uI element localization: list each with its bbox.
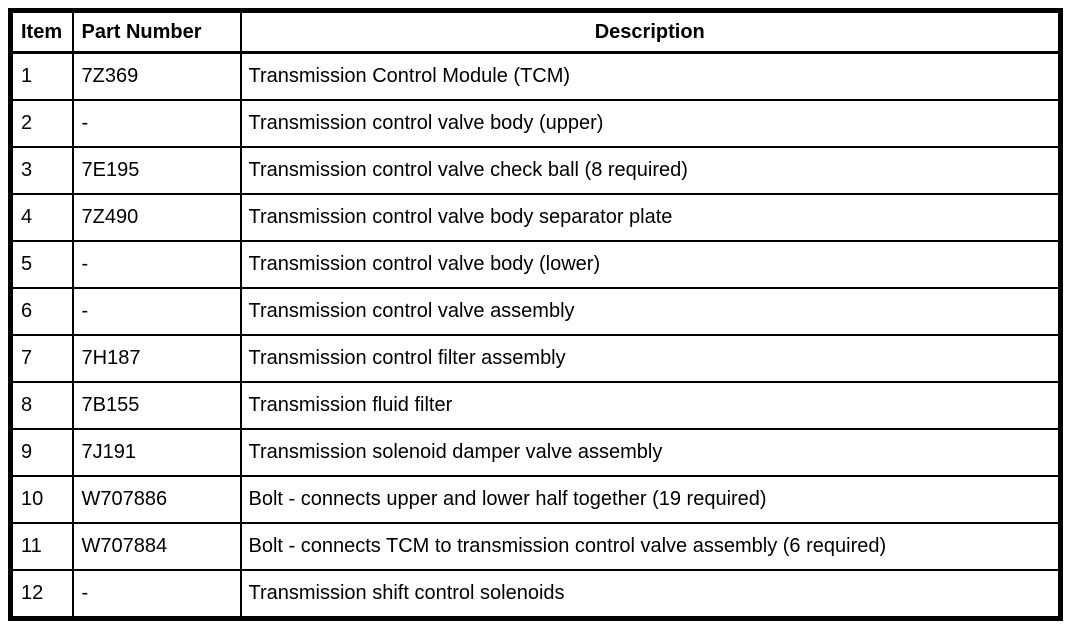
item-cell: 4 <box>9 193 74 242</box>
table-row: 1 7Z369 Transmission Control Module (TCM… <box>9 51 1062 101</box>
item-cell: 6 <box>9 287 74 336</box>
parts-table: Item Part Number Description 1 7Z369 Tra… <box>8 8 1063 621</box>
description-cell: Transmission control valve body (lower) <box>239 240 1062 289</box>
part-number-cell: 7B155 <box>71 381 242 430</box>
description-cell: Transmission control valve body separato… <box>239 193 1062 242</box>
part-number-cell: - <box>71 240 242 289</box>
description-cell: Transmission control valve body (upper) <box>239 99 1062 148</box>
table-row: 10 W707886 Bolt - connects upper and low… <box>9 475 1062 524</box>
part-number-cell: W707886 <box>71 475 242 524</box>
part-number-cell: - <box>71 99 242 148</box>
table-row: 2 - Transmission control valve body (upp… <box>9 99 1062 148</box>
part-number-cell: 7E195 <box>71 146 242 195</box>
column-header-item: Item <box>9 9 74 54</box>
item-cell: 2 <box>9 99 74 148</box>
table-row: 9 7J191 Transmission solenoid damper val… <box>9 428 1062 477</box>
table-row: 11 W707884 Bolt - connects TCM to transm… <box>9 522 1062 571</box>
item-cell: 12 <box>9 569 74 620</box>
item-cell: 5 <box>9 240 74 289</box>
item-cell: 8 <box>9 381 74 430</box>
item-cell: 1 <box>9 51 74 101</box>
item-cell: 3 <box>9 146 74 195</box>
part-number-cell: 7J191 <box>71 428 242 477</box>
part-number-cell: - <box>71 569 242 620</box>
description-cell: Transmission shift control solenoids <box>239 569 1062 620</box>
table-row: 6 - Transmission control valve assembly <box>9 287 1062 336</box>
description-cell: Transmission control filter assembly <box>239 334 1062 383</box>
item-cell: 11 <box>9 522 74 571</box>
description-cell: Transmission Control Module (TCM) <box>239 51 1062 101</box>
column-header-part-number: Part Number <box>71 9 242 54</box>
item-cell: 7 <box>9 334 74 383</box>
part-number-cell: - <box>71 287 242 336</box>
description-cell: Transmission fluid filter <box>239 381 1062 430</box>
part-number-cell: 7H187 <box>71 334 242 383</box>
table-row: 3 7E195 Transmission control valve check… <box>9 146 1062 195</box>
table-header-row: Item Part Number Description <box>9 9 1062 54</box>
table-row: 8 7B155 Transmission fluid filter <box>9 381 1062 430</box>
table-row: 4 7Z490 Transmission control valve body … <box>9 193 1062 242</box>
table-row: 12 - Transmission shift control solenoid… <box>9 569 1062 620</box>
table-row: 5 - Transmission control valve body (low… <box>9 240 1062 289</box>
column-header-description: Description <box>239 9 1062 54</box>
item-cell: 9 <box>9 428 74 477</box>
part-number-cell: 7Z369 <box>71 51 242 101</box>
description-cell: Bolt - connects TCM to transmission cont… <box>239 522 1062 571</box>
description-cell: Transmission solenoid damper valve assem… <box>239 428 1062 477</box>
description-cell: Bolt - connects upper and lower half tog… <box>239 475 1062 524</box>
item-cell: 10 <box>9 475 74 524</box>
description-cell: Transmission control valve check ball (8… <box>239 146 1062 195</box>
part-number-cell: 7Z490 <box>71 193 242 242</box>
part-number-cell: W707884 <box>71 522 242 571</box>
description-cell: Transmission control valve assembly <box>239 287 1062 336</box>
table-row: 7 7H187 Transmission control filter asse… <box>9 334 1062 383</box>
